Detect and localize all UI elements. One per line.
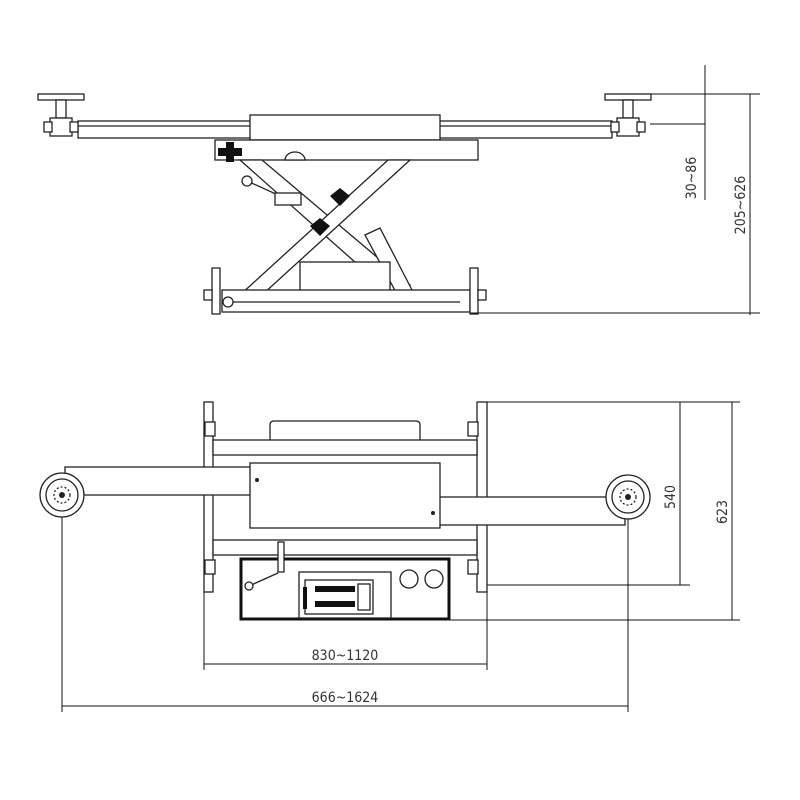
side-dimensions: 30~86 205~626: [470, 65, 760, 315]
side-view: 30~86 205~626: [37, 65, 760, 315]
right-lift-pad: [604, 93, 652, 137]
scissor-arms: [238, 159, 413, 297]
front-crossbar: [212, 439, 478, 456]
rear-crossbar: [212, 539, 478, 556]
dim-frame-length: 830~1120: [312, 648, 379, 664]
dim-inner-width: 540: [663, 485, 679, 509]
dim-pad-height: 30~86: [684, 157, 700, 200]
control-box: [239, 541, 451, 621]
right-pad-wheel: [605, 474, 651, 520]
left-lift-pad: [37, 93, 85, 137]
left-pad-wheel: [39, 472, 85, 518]
top-dimensions: 540 623 830~1120 666~1624: [61, 401, 740, 712]
pivot-block: [218, 142, 242, 162]
dim-outer-width: 623: [715, 500, 731, 524]
right-arm: [434, 496, 626, 526]
dim-arm-span: 666~1624: [312, 690, 379, 706]
top-view: 540 623 830~1120 666~1624: [39, 401, 740, 712]
left-arm: [64, 466, 256, 496]
left-rail: [203, 401, 214, 593]
handle: [269, 420, 421, 440]
dim-total-height: 205~626: [733, 176, 749, 235]
top-plate: [249, 114, 441, 141]
center-plate: [249, 462, 441, 529]
upper-frame: [214, 139, 479, 161]
base-frame: [221, 289, 471, 313]
